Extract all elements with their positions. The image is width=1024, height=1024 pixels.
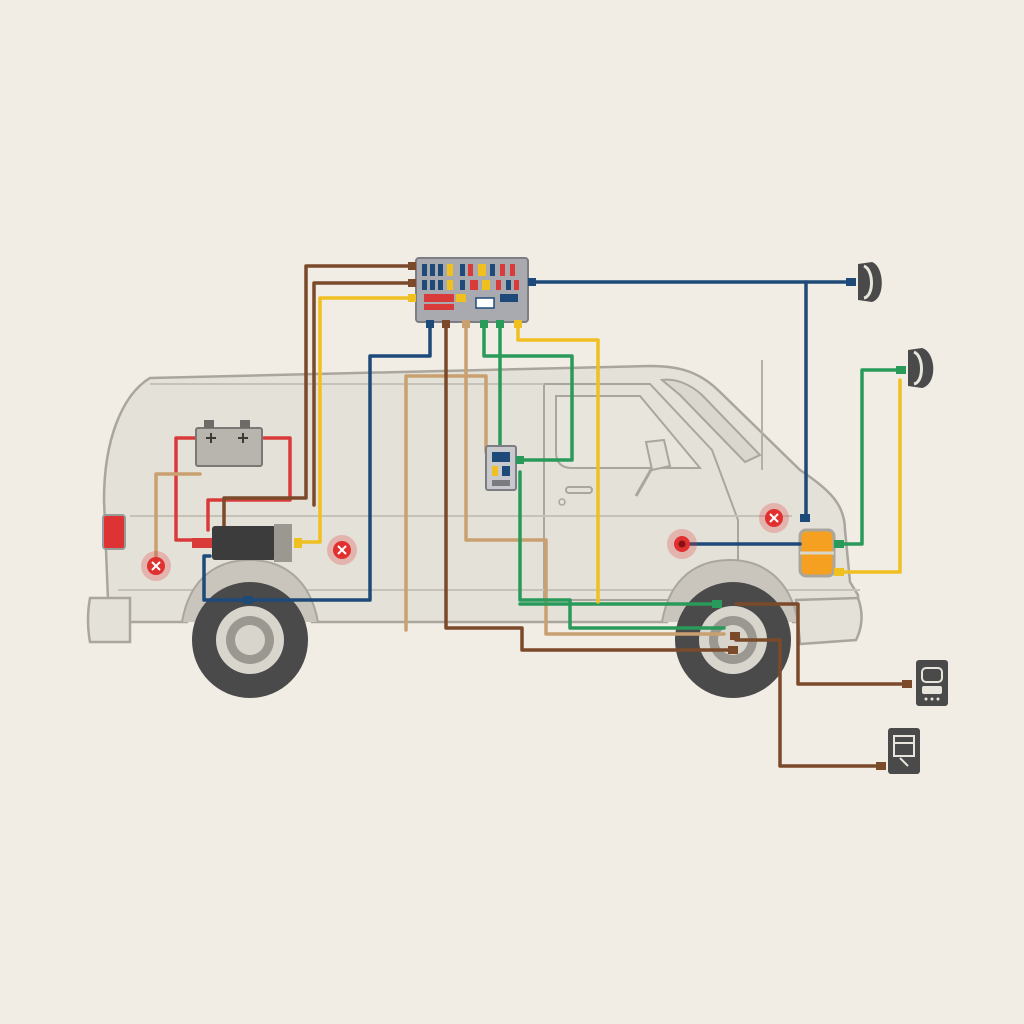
wire-red-battery-pos — [206, 436, 292, 532]
windshield — [659, 378, 762, 464]
headlight-lower[interactable] — [896, 348, 934, 388]
wire-brown-long-1 — [444, 320, 738, 652]
headlight-upper[interactable] — [846, 262, 882, 302]
fault-marker-rear[interactable] — [141, 551, 171, 581]
control-unit-icon — [888, 728, 920, 774]
wire-green-module-wheel — [518, 470, 726, 630]
wire-tan-rear — [154, 472, 202, 568]
door-handle — [565, 486, 593, 494]
battery-icon — [195, 427, 263, 467]
headlight-icon — [858, 262, 882, 302]
fault-marker-connector[interactable] — [667, 529, 697, 559]
rear-bumper — [86, 596, 132, 644]
dash-module[interactable] — [485, 445, 524, 491]
wire-yellow-headlight-lower — [836, 378, 902, 574]
wire-green-headlight-lower — [838, 368, 902, 546]
battery[interactable] — [195, 420, 263, 467]
rear-wheel — [192, 582, 308, 698]
wire-navy-fuse-rear — [246, 320, 432, 602]
coil-icon — [212, 526, 276, 560]
front-bumper — [794, 596, 863, 646]
fault-marker-mid[interactable] — [327, 535, 357, 565]
wire-navy-coil-rear — [202, 554, 250, 602]
wiring-harness — [154, 264, 908, 768]
control-unit-2[interactable] — [876, 728, 920, 774]
control-unit-1[interactable] — [902, 660, 948, 706]
wire-yellow-fuse-coil — [298, 296, 416, 544]
fault-marker-front[interactable] — [759, 503, 789, 533]
mirror-arm — [634, 467, 654, 497]
wire-brown-front-2 — [734, 638, 882, 768]
tail-light — [102, 514, 126, 550]
wire-yellow-fuse-front — [516, 320, 600, 604]
wire-brown-front-1 — [734, 602, 908, 686]
fuse-grid — [422, 264, 519, 310]
side-mirror — [644, 438, 672, 472]
wire-green-fuse-module — [482, 320, 574, 462]
connectors — [243, 514, 844, 654]
door-lock — [558, 498, 566, 506]
wire-tan-mid-1 — [464, 320, 726, 636]
fuse-relay-box[interactable] — [408, 257, 536, 328]
wire-brown-fuse-coil-2 — [312, 281, 416, 507]
wire-brown-fuse-coil — [222, 264, 416, 530]
ignition-coil[interactable] — [192, 524, 302, 562]
